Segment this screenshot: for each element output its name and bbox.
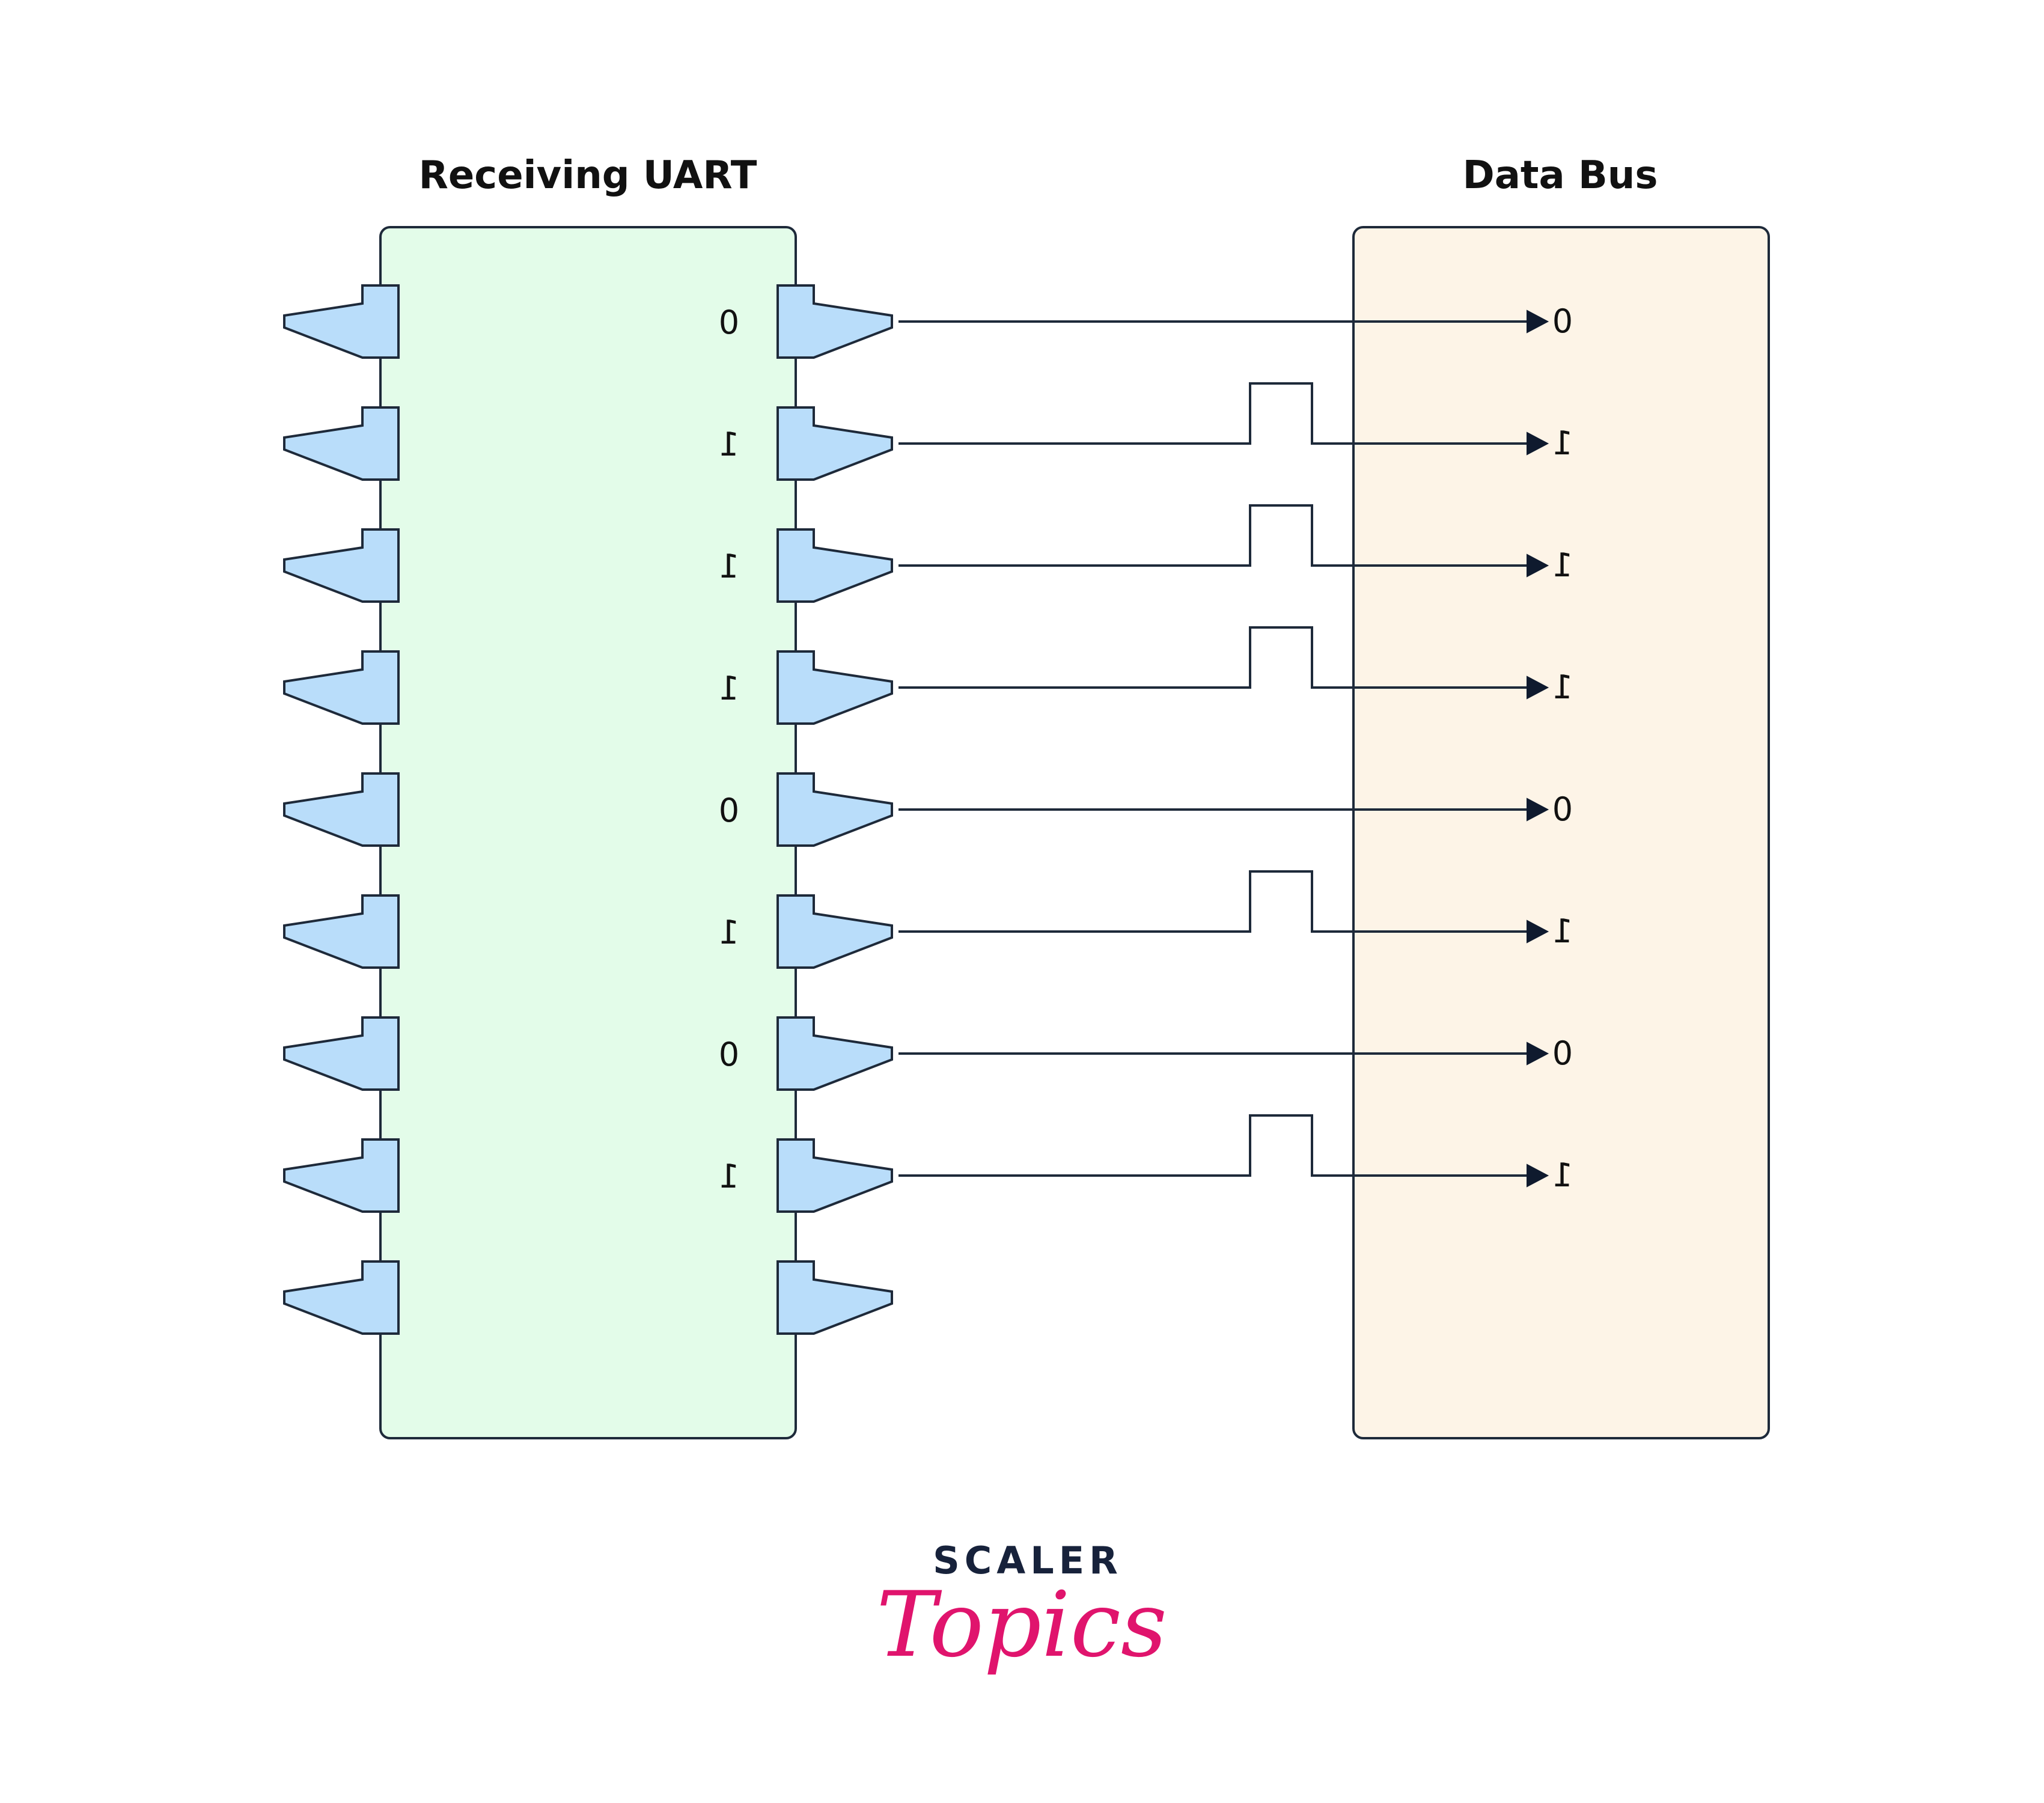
- bus-bit-label: 1: [1552, 1156, 1573, 1194]
- uart-left-pin: [283, 406, 400, 481]
- bus-bit-label: 1: [1552, 668, 1573, 706]
- uart-right-pin: [776, 894, 893, 969]
- bus-bit-label: 0: [1552, 302, 1573, 340]
- receiving-uart-block: [379, 226, 797, 1439]
- uart-right-pin: [776, 1016, 893, 1091]
- uart-bit-label: 1: [719, 914, 739, 951]
- wire-arrowhead: [1527, 554, 1549, 578]
- uart-left-pin: [283, 1260, 400, 1335]
- bit-wire-pulse: [898, 504, 1530, 567]
- uart-bit-labels: 0 1 1 1 0 1 0 1: [719, 304, 739, 1195]
- uart-bit-label: 1: [719, 548, 739, 585]
- uart-bit-label: 1: [719, 670, 739, 707]
- uart-left-pin: [283, 1138, 400, 1213]
- uart-left-pin: [283, 650, 400, 725]
- uart-bit-label: 1: [719, 1158, 739, 1195]
- uart-bit-label: 1: [719, 426, 739, 463]
- uart-left-pin: [283, 894, 400, 969]
- uart-right-pin: [776, 528, 893, 603]
- bit-wire-pulse: [898, 626, 1530, 689]
- data-bus-block: [1352, 226, 1770, 1439]
- wire-arrowhead: [1527, 676, 1549, 700]
- receiving-uart-title: Receiving UART: [419, 153, 757, 198]
- bus-bit-label: 1: [1552, 546, 1573, 584]
- uart-left-pin: [283, 528, 400, 603]
- uart-right-pin: [776, 1260, 893, 1335]
- bus-bit-label: 0: [1552, 1034, 1573, 1072]
- bus-bit-label: 1: [1552, 424, 1573, 462]
- bit-wire-pulse: [898, 870, 1530, 933]
- bus-bit-label: 1: [1552, 912, 1573, 950]
- uart-right-pin: [776, 406, 893, 481]
- left-pins: [283, 284, 400, 1335]
- uart-bit-label: 0: [719, 304, 739, 341]
- uart-right-pin: [776, 772, 893, 847]
- right-pins: [776, 284, 893, 1335]
- wire-arrowhead: [1527, 798, 1549, 822]
- uart-left-pin: [283, 772, 400, 847]
- wire-arrowhead: [1527, 432, 1549, 456]
- bit-wire-pulse: [898, 1114, 1530, 1177]
- bus-bit-labels: 0 1 1 1 0 1 0 1: [1552, 302, 1573, 1194]
- uart-right-pin: [776, 1138, 893, 1213]
- wire-arrowhead: [1527, 310, 1549, 334]
- bit-wires: [898, 310, 1549, 1188]
- scaler-topics-logo: SCALER Topics: [876, 1539, 1167, 1677]
- uart-bit-label: 0: [719, 1036, 739, 1073]
- uart-left-pin: [283, 284, 400, 359]
- uart-left-pin: [283, 1016, 400, 1091]
- logo-topics-text: Topics: [876, 1573, 1167, 1677]
- wire-arrowhead: [1527, 1042, 1549, 1066]
- wire-arrowhead: [1527, 1164, 1549, 1188]
- bus-bit-label: 0: [1552, 790, 1573, 828]
- bit-wire-pulse: [898, 382, 1530, 445]
- uart-right-pin: [776, 650, 893, 725]
- data-bus-title: Data Bus: [1463, 153, 1658, 198]
- wire-arrowhead: [1527, 920, 1549, 944]
- uart-right-pin: [776, 284, 893, 359]
- logo-scaler-text: SCALER: [933, 1539, 1123, 1582]
- uart-bit-label: 0: [719, 792, 739, 829]
